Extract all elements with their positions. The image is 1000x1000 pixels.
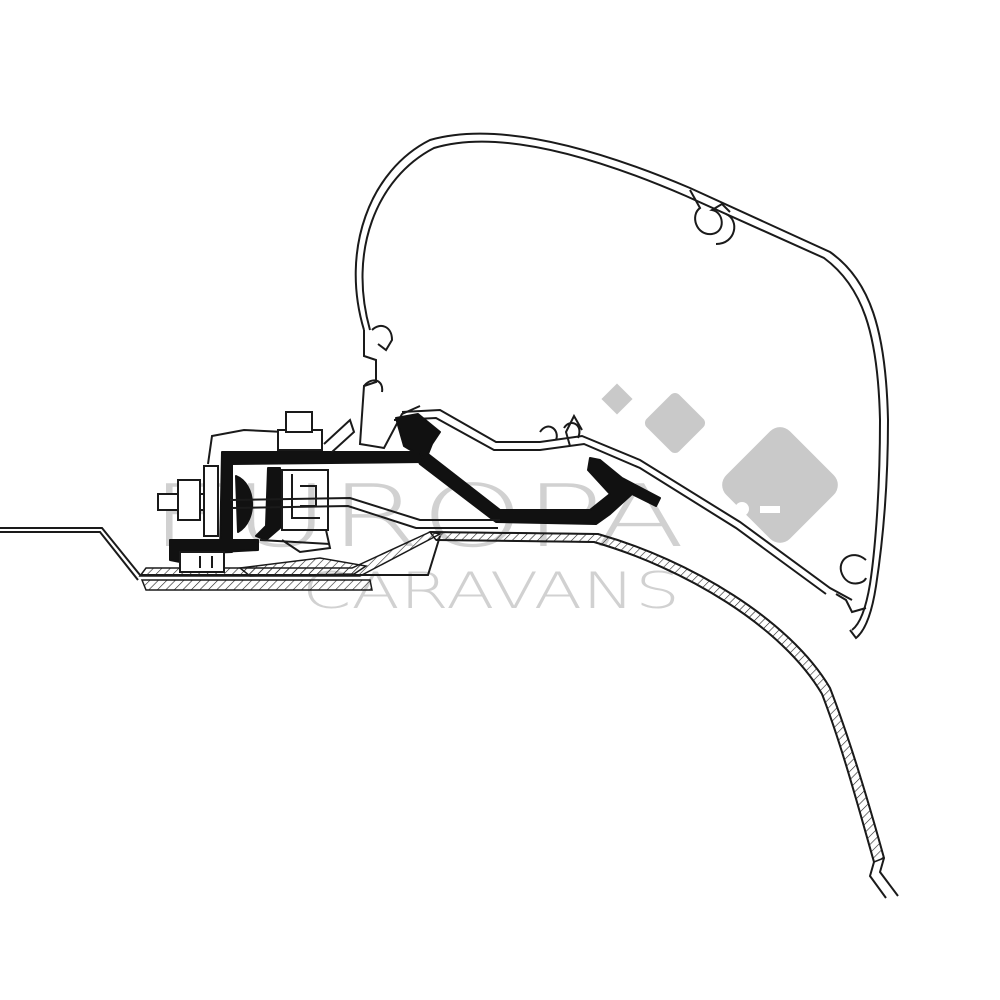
clamp-bracket	[207, 428, 285, 465]
vertical-bolt-cap	[285, 411, 313, 433]
roof-rail-base	[238, 557, 368, 577]
clamp-bolt-assembly	[157, 411, 356, 573]
roof-hatch	[428, 531, 885, 864]
clamp-plate	[203, 465, 219, 537]
rail-lip	[323, 418, 356, 453]
watermark-logo	[601, 383, 838, 543]
awning-cassette	[354, 132, 890, 640]
lower-plate-hatch	[140, 579, 373, 591]
foot-detail	[199, 556, 213, 568]
base-plate-hatch	[138, 531, 443, 577]
bolt-nut	[177, 479, 201, 521]
foot-block	[179, 551, 225, 573]
adapter-rail-lines	[229, 496, 500, 554]
